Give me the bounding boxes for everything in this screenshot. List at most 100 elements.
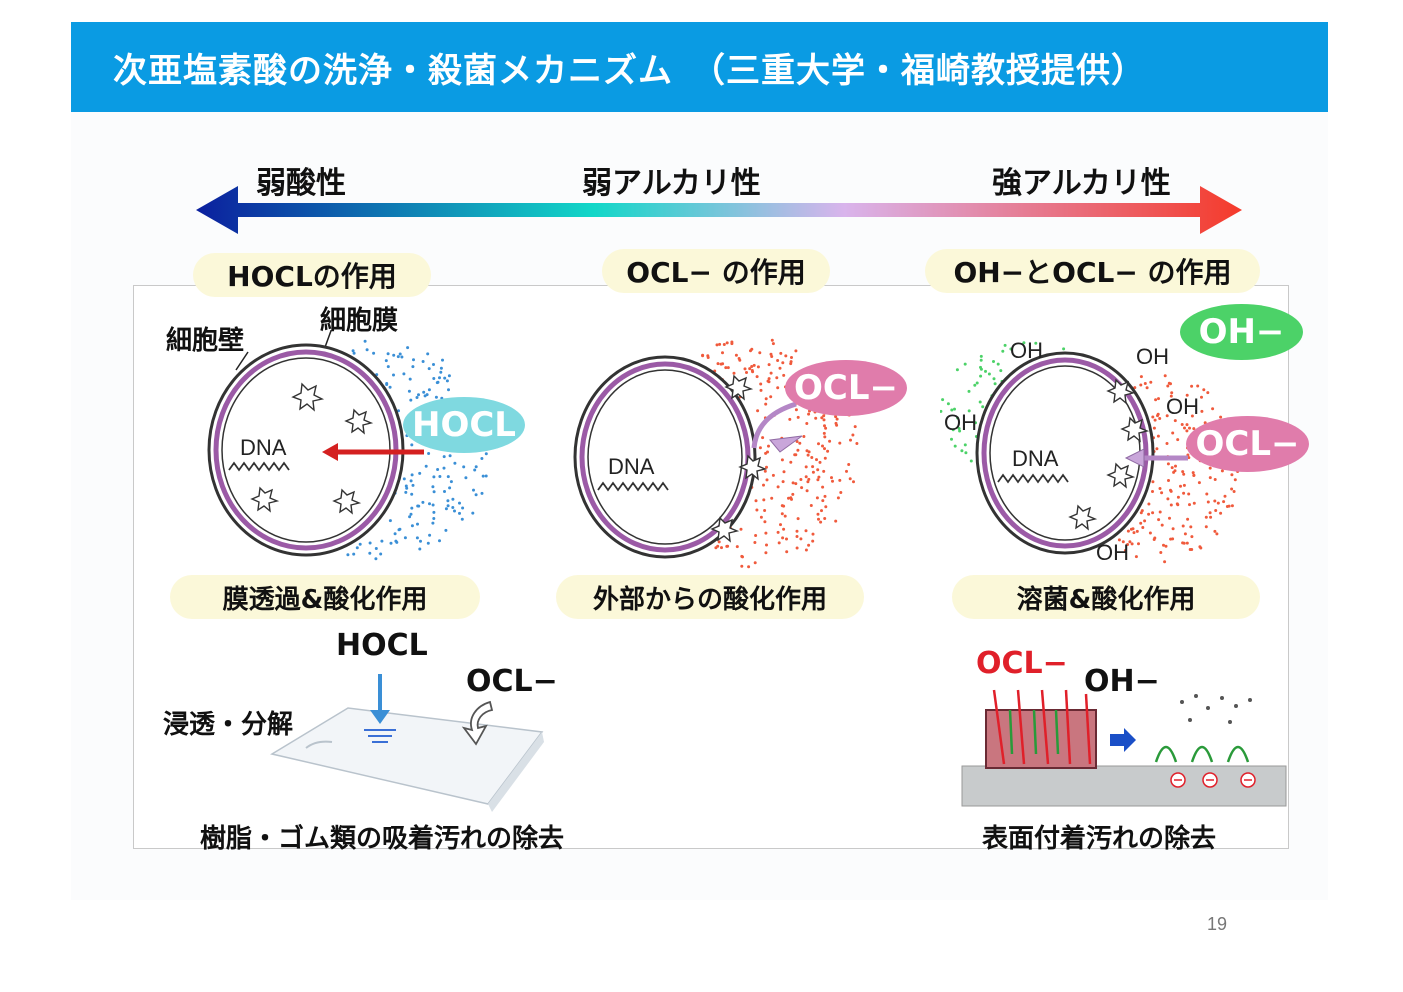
dot — [823, 456, 827, 460]
dot — [992, 377, 996, 381]
dot — [964, 451, 968, 455]
dot — [453, 509, 456, 513]
dot — [1134, 555, 1138, 559]
dot — [823, 424, 826, 428]
dot — [411, 365, 415, 369]
dot — [831, 479, 834, 483]
dot — [816, 468, 820, 472]
dot — [822, 414, 826, 418]
dot — [446, 475, 450, 479]
dot — [750, 369, 754, 372]
dot — [431, 485, 435, 489]
dot — [958, 429, 962, 433]
dot — [474, 493, 478, 497]
dot — [701, 354, 705, 358]
dot — [427, 367, 431, 371]
bacterium-hocl-diagram: DNA — [207, 330, 492, 561]
dot — [767, 363, 771, 367]
dot — [386, 352, 390, 356]
burst-icons-2 — [710, 374, 768, 543]
dot — [1169, 488, 1172, 492]
dot — [416, 504, 420, 508]
dot — [421, 360, 425, 363]
dot — [380, 539, 384, 543]
dot — [795, 440, 799, 443]
dot — [740, 564, 744, 568]
dot — [1205, 492, 1209, 496]
dot — [481, 474, 485, 478]
svg-text:DNA: DNA — [1012, 446, 1059, 471]
dot — [957, 427, 961, 430]
dot — [1169, 382, 1172, 386]
dot — [472, 488, 475, 492]
dot — [761, 436, 765, 440]
dot — [1200, 395, 1203, 399]
dot — [791, 492, 795, 496]
attack-arrow-2 — [751, 401, 797, 449]
dot — [1181, 524, 1185, 528]
dot — [1220, 469, 1224, 473]
dot — [1163, 374, 1167, 378]
title-banner: 次亜塩素酸の洗浄・殺菌メカニズム （三重大学・福崎教授提供） — [71, 22, 1328, 112]
dot — [432, 517, 436, 520]
dot — [782, 504, 786, 508]
dot — [1206, 500, 1210, 504]
dot — [1166, 497, 1170, 501]
dot — [806, 453, 810, 457]
dot — [776, 485, 780, 489]
dot — [796, 517, 800, 521]
dot — [1183, 532, 1187, 536]
dot — [789, 496, 793, 500]
dot — [1160, 523, 1164, 527]
dot — [464, 476, 468, 480]
dot — [743, 367, 747, 371]
dot — [416, 522, 419, 526]
slide-title: 次亜塩素酸の洗浄・殺菌メカニズム （三重大学・福崎教授提供） — [113, 50, 1146, 91]
dot — [1158, 417, 1162, 420]
dot — [1139, 375, 1143, 379]
dot — [975, 381, 979, 385]
dot — [788, 417, 792, 421]
dot — [1188, 503, 1191, 507]
dot — [794, 349, 798, 353]
dot — [758, 351, 762, 355]
dot — [368, 541, 372, 545]
dot — [828, 439, 832, 443]
dot — [973, 383, 977, 387]
dot — [804, 475, 808, 479]
oh-bubble: OH− — [1180, 304, 1303, 360]
dot — [1187, 492, 1191, 496]
dot — [1151, 480, 1155, 484]
dot — [820, 509, 823, 513]
dot — [474, 465, 478, 469]
dot — [745, 371, 748, 374]
dot — [1202, 388, 1206, 392]
svg-text:OH: OH — [1136, 344, 1169, 369]
svg-text:OH: OH — [1096, 540, 1129, 565]
dot — [726, 366, 730, 370]
dot — [1149, 380, 1153, 384]
dot — [781, 480, 785, 484]
dot — [789, 460, 793, 464]
dot — [410, 473, 414, 477]
dna-strand-icon — [228, 461, 290, 472]
dot — [1147, 502, 1151, 506]
dot — [443, 490, 446, 493]
cell-membrane-label: 細胞膜 — [320, 306, 399, 336]
dot — [403, 536, 407, 540]
dot — [852, 480, 855, 484]
dot — [1185, 393, 1189, 397]
scale-label-weak-acid: 弱酸性 — [256, 166, 346, 201]
dot — [782, 470, 786, 474]
dot — [781, 536, 785, 540]
dot — [462, 465, 466, 469]
dot — [809, 504, 813, 507]
dot — [461, 506, 465, 510]
dot — [996, 362, 1000, 366]
curved-arrow-icon — [461, 700, 494, 746]
dot — [979, 358, 983, 362]
dot — [1162, 543, 1165, 547]
dot — [765, 478, 769, 482]
cutting-board-illustration — [270, 674, 544, 812]
dot — [839, 491, 843, 494]
